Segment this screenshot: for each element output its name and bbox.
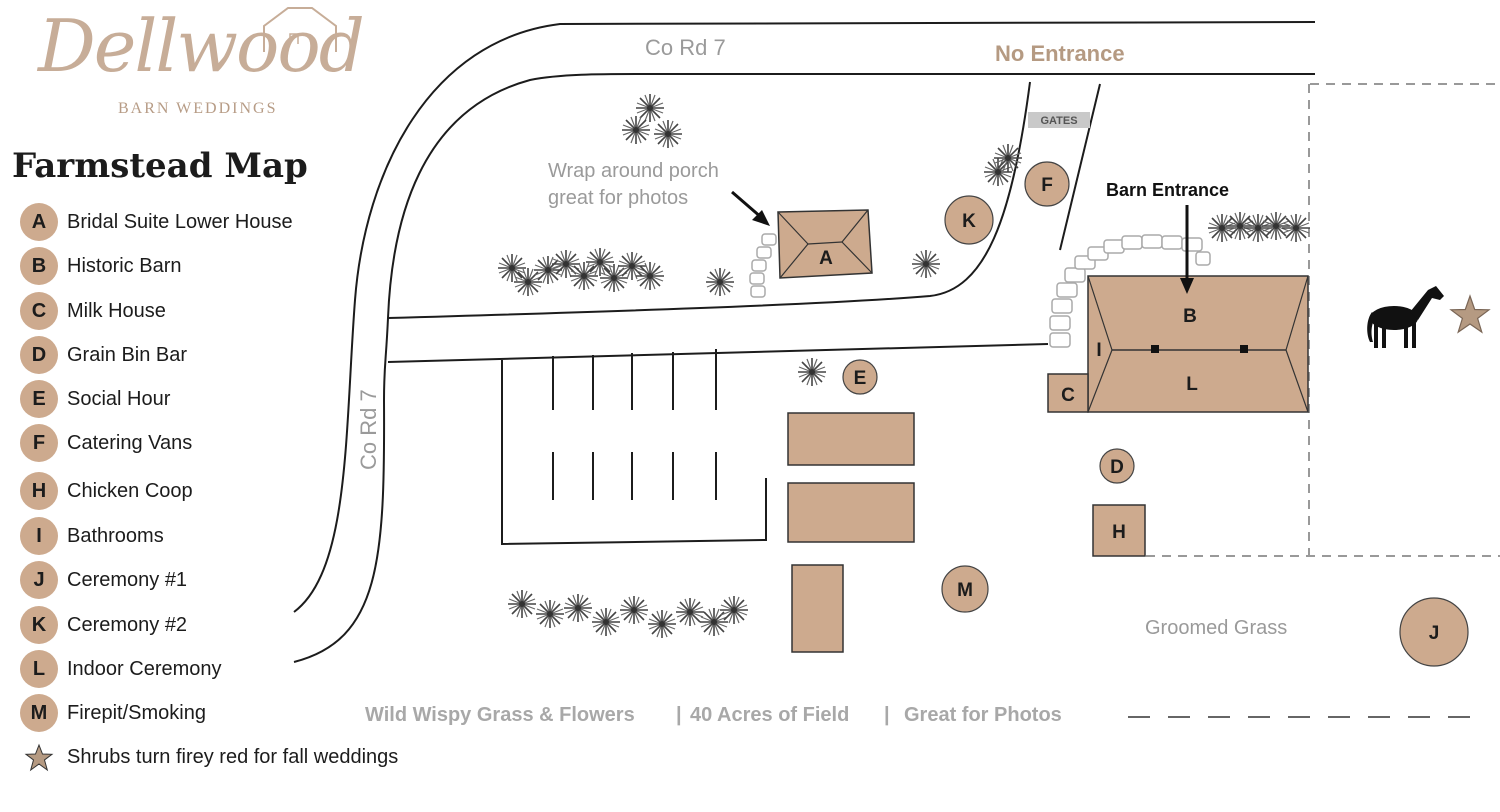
barn-entrance-label: Barn Entrance [1106,180,1229,200]
building-i-letter: I [1096,340,1101,361]
porch-note-line2: great for photos [548,187,688,209]
outbuildings [787,412,915,653]
road-label-top: Co Rd 7 [645,35,726,60]
legend-label: Catering Vans [67,432,193,454]
location-f: F [1024,161,1070,207]
barn-entrance-arrow [1180,205,1194,294]
svg-text:J: J [1429,623,1440,644]
svg-text:F: F [1041,175,1053,196]
drive-right [1059,83,1101,251]
gates-bar [1028,112,1090,128]
footer-wild-grass: Wild Wispy Grass & Flowers [365,704,635,726]
location-circles: K F E D M J [842,161,1469,667]
no-entrance-label: No Entrance [995,41,1125,66]
legend-badge: D [20,336,58,374]
stone-path-barn [1049,234,1211,348]
road-side-edge [293,317,389,663]
horse-icon [1367,286,1444,348]
legend-badge: J [20,561,58,599]
location-k: K [944,195,994,245]
legend-badge: A [20,203,58,241]
svg-text:M: M [957,580,973,601]
legend-label: Ceremony #2 [67,614,188,636]
logo-wordmark: Dellwood [38,4,365,88]
legend-item-m: M Firepit/Smoking [20,694,350,732]
legend-label: Indoor Ceremony [67,658,222,680]
legend-item-f: F Catering Vans [20,424,350,462]
porch-arrow [731,190,770,226]
legend-label: Chicken Coop [67,480,193,502]
legend-badge: F [20,424,58,462]
building-b-letter: B [1183,306,1197,327]
legend-label: Bathrooms [67,525,164,547]
legend-label: Social Hour [67,388,171,410]
road-label-side: Co Rd 7 [356,389,381,470]
legend-badge: K [20,606,58,644]
building-a-letter: A [819,248,833,269]
legend-label: Milk House [67,300,166,322]
barn-logo-icon [263,7,337,52]
drive-lower [387,343,1049,363]
stone-path-porch [749,233,777,298]
legend-title: Farmstead Map [12,146,308,186]
footer-acres: 40 Acres of Field [690,704,849,726]
legend-item-d: D Grain Bin Bar [20,336,350,374]
legend-badge: M [20,694,58,732]
legend-badge: H [20,472,58,510]
building-l-letter: L [1186,374,1198,395]
dashed-boundary [1146,83,1500,557]
legend-item-i: I Bathrooms [20,517,350,555]
building-b-historic-barn: B L I [1087,275,1309,413]
footer-sep-1: | [676,704,682,726]
building-c-letter: C [1061,385,1075,406]
svg-text:D: D [1110,457,1124,478]
porch-note-line1: Wrap around porch [548,160,719,182]
logo-subtitle: BARN WEDDINGS [118,100,278,117]
building-h-letter: H [1112,522,1126,543]
legend-item-k: K Ceremony #2 [20,606,350,644]
building-c-milk-house: C [1047,373,1089,413]
road-outer-edge [293,21,1316,613]
legend-badge: B [20,247,58,285]
location-e: E [842,359,878,395]
legend-badge: I [20,517,58,555]
legend-star-note: Shrubs turn firey red for fall weddings [24,742,484,772]
star-note-text: Shrubs turn firey red for fall weddings [67,746,399,768]
gates-label: GATES [1040,115,1077,127]
svg-text:E: E [854,368,867,389]
building-h-chicken-coop: H [1092,504,1146,557]
roads [293,21,1316,663]
legend-item-b: B Historic Barn [20,247,350,285]
legend-label: Firepit/Smoking [67,702,206,724]
footer-photos: Great for Photos [904,704,1062,726]
star-icon [24,743,54,772]
legend-item-c: C Milk House [20,292,350,330]
svg-text:K: K [962,211,976,232]
legend-badge: C [20,292,58,330]
road-inner-edge [387,73,1315,319]
drive-upper [387,81,1031,319]
parking-lot [501,349,767,546]
footer-sep-2: | [884,704,890,726]
location-d: D [1099,448,1135,484]
legend-item-l: L Indoor Ceremony [20,650,350,688]
legend-label: Bridal Suite Lower House [67,211,293,233]
legend-item-a: A Bridal Suite Lower House [20,203,350,241]
legend-label: Ceremony #1 [67,569,188,591]
legend-item-e: E Social Hour [20,380,350,418]
shrub-star-icon [1449,294,1491,334]
groomed-grass-label: Groomed Grass [1145,617,1287,639]
legend-item-h: H Chicken Coop [20,472,350,510]
legend-label: Grain Bin Bar [67,344,188,366]
location-j: J [1399,597,1469,667]
building-a-bridal-suite: A [777,209,873,279]
legend-item-j: J Ceremony #1 [20,561,350,599]
location-m: M [941,565,989,613]
legend-badge: L [20,650,58,688]
dellwood-logo: Dellwood BARN WEDDINGS [30,0,370,130]
legend-label: Historic Barn [67,255,182,277]
legend-badge: E [20,380,58,418]
